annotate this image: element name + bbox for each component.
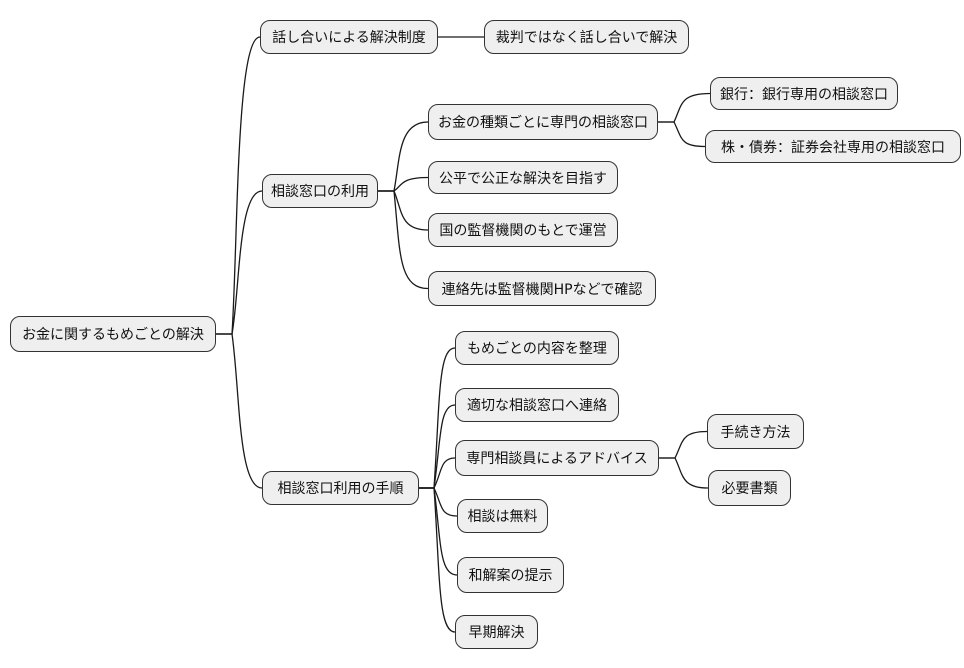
- connector-specialized-to-stock: [657, 121, 706, 148]
- node-securities-counter: 株・債券：証券会社専用の相談窓口: [705, 130, 961, 163]
- node-required-documents: 必要書類: [708, 470, 791, 506]
- node-settlement-proposal: 和解案の提示: [457, 557, 564, 593]
- connector-use-to-supervision: [377, 190, 429, 231]
- connector-proc-to-free: [418, 487, 458, 517]
- node-organize-issue: もめごとの内容を整理: [455, 331, 619, 365]
- connector-advice-to-method: [658, 430, 708, 459]
- connector-root-to-talks: [215, 36, 261, 335]
- connector-use-to-contact-info: [377, 190, 429, 290]
- connector-advice-to-documents: [658, 457, 709, 489]
- node-procedure-method: 手続き方法: [707, 414, 804, 449]
- connector-root-to-counter-use: [215, 190, 263, 335]
- node-early-resolution: 早期解決: [455, 615, 538, 649]
- node-contact-counter: 適切な相談窓口へ連絡: [455, 388, 619, 422]
- connector-root-to-procedure: [215, 333, 263, 489]
- connector-use-to-specialized: [377, 121, 429, 192]
- node-fair-resolution: 公平で公正な解決を目指す: [428, 161, 618, 194]
- node-advisor-advice: 専門相談員によるアドバイス: [455, 440, 659, 476]
- node-counter-use: 相談窓口の利用: [262, 174, 378, 208]
- node-national-supervision: 国の監督機関のもとで運営: [428, 213, 618, 247]
- node-no-court: 裁判ではなく話し合いで解決: [484, 20, 689, 54]
- connector-proc-to-contact: [418, 404, 456, 489]
- node-bank-counter: 銀行：銀行専用の相談窓口: [710, 77, 898, 110]
- node-free-consultation: 相談は無料: [457, 499, 548, 533]
- node-procedure: 相談窓口利用の手順: [262, 471, 419, 505]
- node-specialized-counters: お金の種類ごとに専門の相談窓口: [428, 104, 658, 140]
- node-talks-system: 話し合いによる解決制度: [260, 20, 438, 54]
- node-contact-info: 連絡先は監督機関HPなどで確認: [428, 271, 656, 306]
- connector-specialized-to-bank: [657, 92, 711, 123]
- connector-proc-to-early: [418, 487, 456, 633]
- connector-proc-to-organize: [418, 347, 456, 489]
- node-root: お金に関するもめごとの解決: [10, 316, 216, 352]
- connector-use-to-fair: [377, 176, 429, 192]
